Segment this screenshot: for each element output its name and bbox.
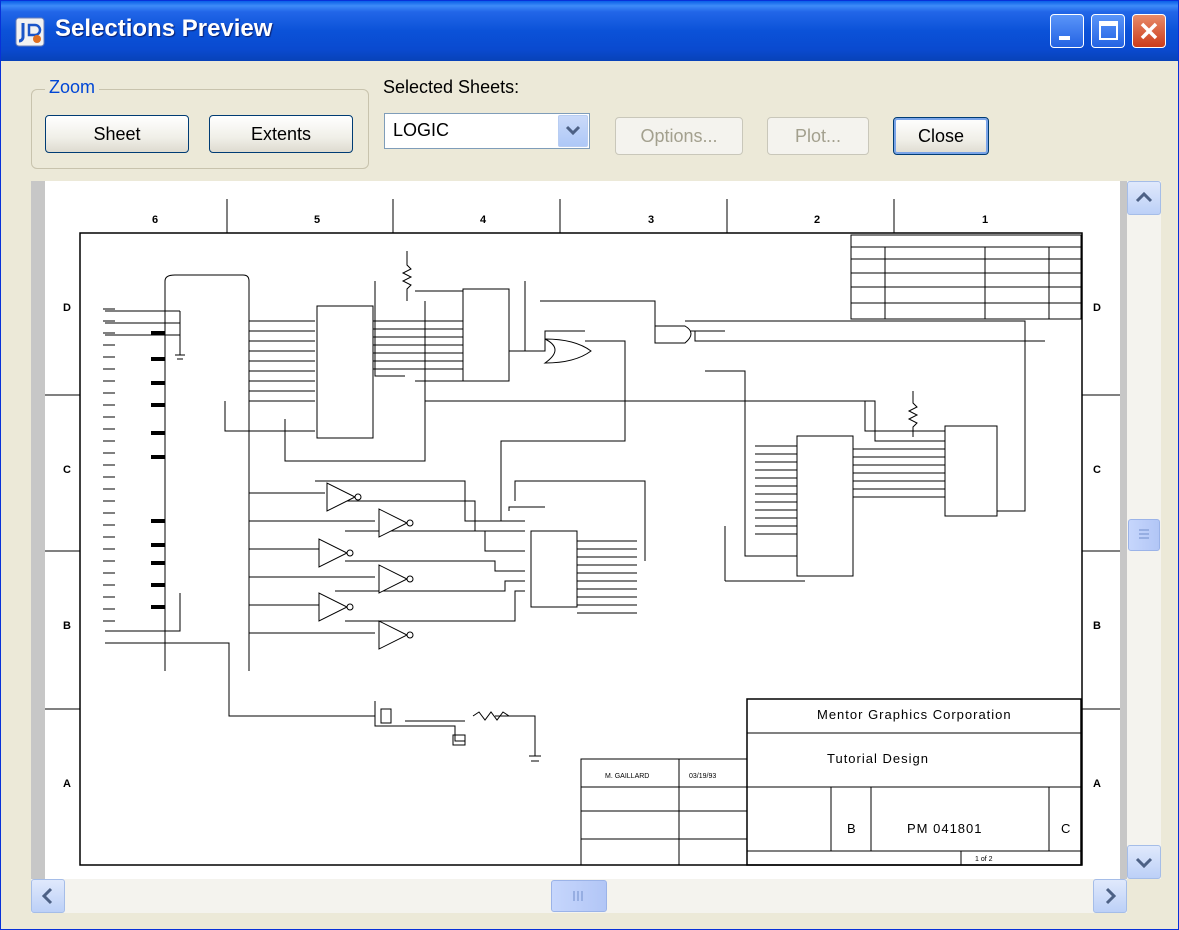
schematic-sheet: 6 5 4 3 2 1 D C B A D C B A	[45, 181, 1120, 879]
chip-pins	[373, 320, 945, 614]
row-label-d-right: D	[1093, 302, 1101, 314]
close-icon	[1140, 22, 1158, 40]
chevron-up-icon	[1135, 191, 1153, 203]
sheet-zoom-button[interactable]: Sheet	[45, 115, 189, 153]
title-block-frame	[580, 698, 1082, 866]
dropdown-arrow-button[interactable]	[558, 115, 588, 147]
ic-chips	[316, 288, 998, 608]
selected-sheets-dropdown[interactable]: LOGIC	[384, 113, 590, 149]
schematic-drawing: 6 5 4 3 2 1 D C B A D C B A	[45, 199, 1120, 866]
grip-icon	[1139, 529, 1149, 539]
window-title: Selections Preview	[55, 15, 273, 42]
options-button[interactable]: Options...	[615, 117, 743, 155]
scroll-right-button[interactable]	[1093, 879, 1127, 913]
scroll-left-button[interactable]	[31, 879, 65, 913]
row-label-c-right: C	[1093, 464, 1101, 476]
extents-zoom-button[interactable]: Extents	[209, 115, 353, 153]
resistors	[380, 251, 919, 746]
title-block-revision: C	[1061, 821, 1071, 836]
close-window-button[interactable]	[1132, 14, 1166, 48]
chevron-right-icon	[1105, 887, 1117, 905]
row-label-a-left: A	[63, 778, 71, 790]
revision-table	[850, 234, 1082, 320]
title-block-company: Mentor Graphics Corporation	[817, 707, 1012, 722]
title-block-date: 03/19/93	[689, 773, 716, 780]
chevron-down-icon	[1135, 857, 1153, 869]
input-connectors	[103, 308, 115, 622]
maximize-icon	[1099, 21, 1118, 40]
row-label-b-right: B	[1093, 620, 1101, 632]
selected-sheet-value: LOGIC	[393, 120, 450, 140]
column-label-3: 3	[648, 214, 654, 226]
column-label-5: 5	[314, 214, 320, 226]
vertical-scrollbar[interactable]	[1127, 181, 1161, 879]
java-app-icon	[15, 17, 45, 47]
title-block-title: Tutorial Design	[827, 751, 929, 766]
close-button[interactable]: Close	[893, 117, 989, 155]
column-label-2: 2	[814, 214, 820, 226]
horizontal-scrollbar[interactable]	[31, 879, 1127, 913]
grip-icon	[573, 891, 583, 901]
title-block-drawing-number: PM 041801	[907, 821, 983, 836]
column-label-1: 1	[982, 214, 988, 226]
row-label-d-left: D	[63, 302, 71, 314]
selected-sheets-label: Selected Sheets:	[383, 77, 520, 97]
zoom-group	[31, 89, 369, 169]
row-label-b-left: B	[63, 620, 71, 632]
scroll-up-button[interactable]	[1127, 181, 1161, 215]
maximize-button[interactable]	[1091, 14, 1125, 48]
preview-viewport[interactable]: 6 5 4 3 2 1 D C B A D C B A	[31, 181, 1127, 879]
inverter-gates	[318, 325, 692, 650]
title-block-size: B	[847, 821, 857, 836]
minimize-icon	[1059, 36, 1070, 40]
minimize-button[interactable]	[1050, 14, 1084, 48]
row-label-a-right: A	[1093, 778, 1101, 790]
chevron-left-icon	[41, 887, 53, 905]
vertical-scroll-thumb[interactable]	[1128, 519, 1160, 551]
plot-button[interactable]: Plot...	[767, 117, 869, 155]
zoom-group-label: Zoom	[45, 77, 100, 98]
column-label-6: 6	[152, 214, 158, 226]
title-block-drawn-by: M. GAILLARD	[605, 773, 649, 780]
column-label-4: 4	[480, 214, 487, 226]
bus-labels	[151, 331, 165, 609]
horizontal-scroll-thumb[interactable]	[551, 880, 607, 912]
title-bar[interactable]: Selections Preview	[1, 1, 1178, 61]
chevron-down-icon	[565, 125, 581, 136]
title-block-sheet: 1 of 2	[975, 856, 993, 863]
scroll-down-button[interactable]	[1127, 845, 1161, 879]
row-label-c-left: C	[63, 464, 71, 476]
